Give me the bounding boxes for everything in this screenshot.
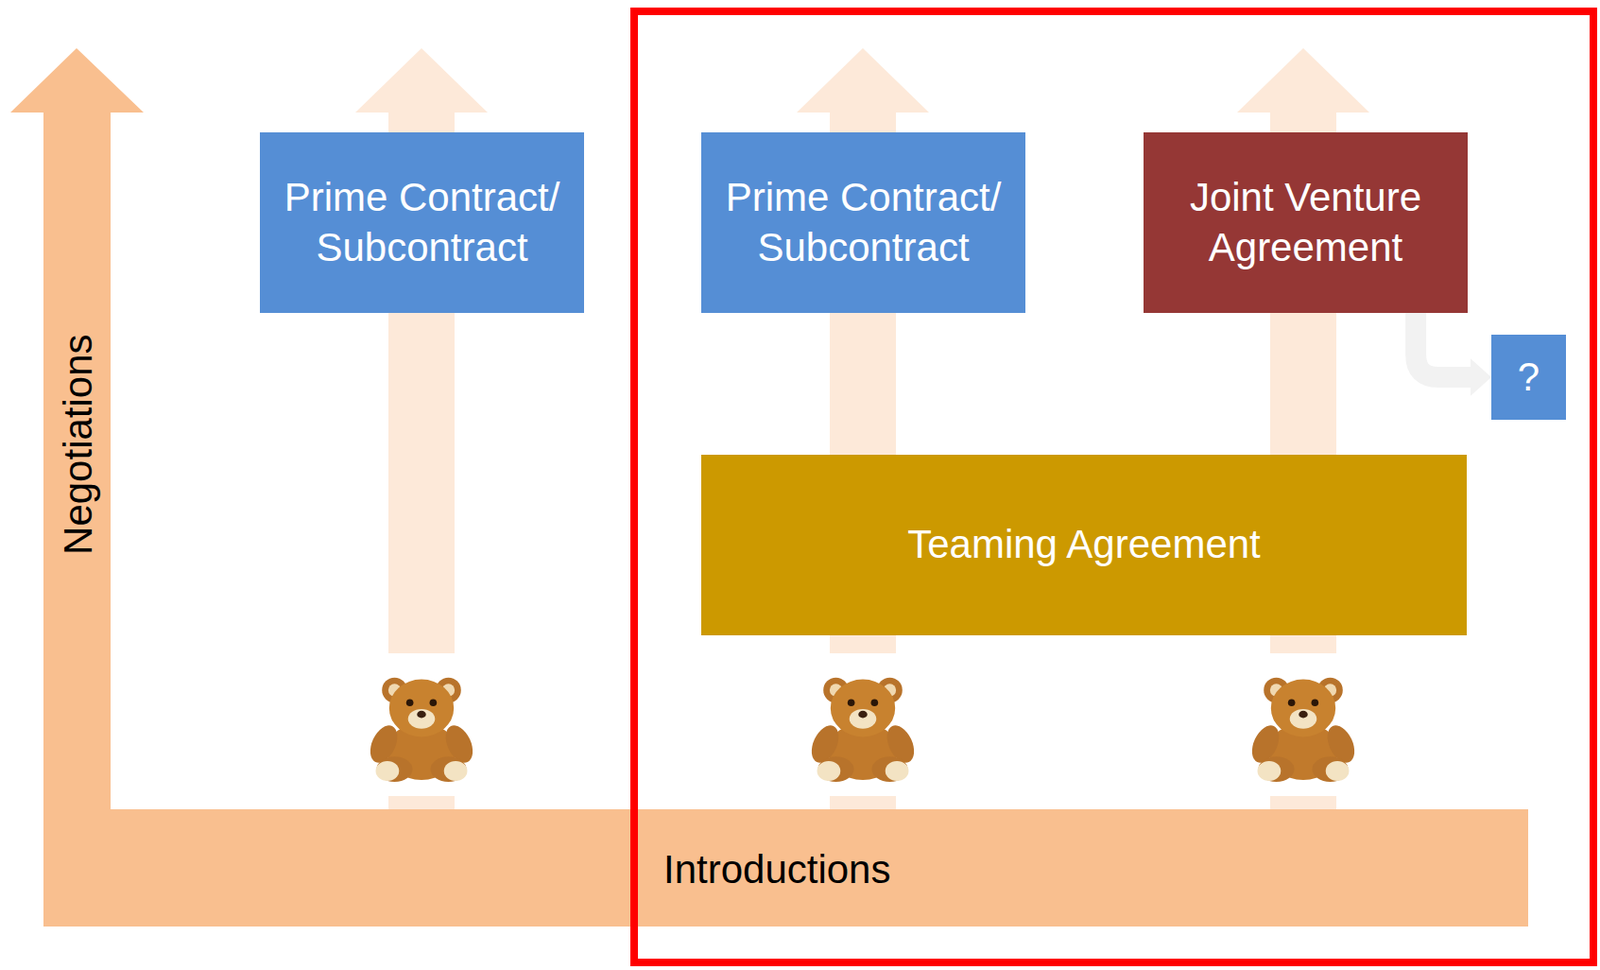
joint-venture-box: Joint Venture Agreement (1143, 132, 1468, 313)
box-text: Prime Contract/ Subcontract (273, 172, 571, 273)
bent-arrow (1415, 312, 1492, 396)
axis-label: Negotiations (54, 333, 103, 554)
contract-box: Prime Contract/ Subcontract (701, 132, 1026, 313)
box-text: ? (1517, 352, 1540, 403)
question-box: ? (1491, 334, 1566, 420)
box-text: Joint Venture Agreement (1156, 172, 1455, 273)
band-label: Introductions (663, 845, 891, 894)
teaming-box: Teaming Agreement (701, 454, 1467, 636)
box-text: Teaming Agreement (907, 519, 1261, 570)
contract-box: Prime Contract/ Subcontract (259, 132, 585, 313)
box-text: Prime Contract/ Subcontract (714, 172, 1013, 273)
